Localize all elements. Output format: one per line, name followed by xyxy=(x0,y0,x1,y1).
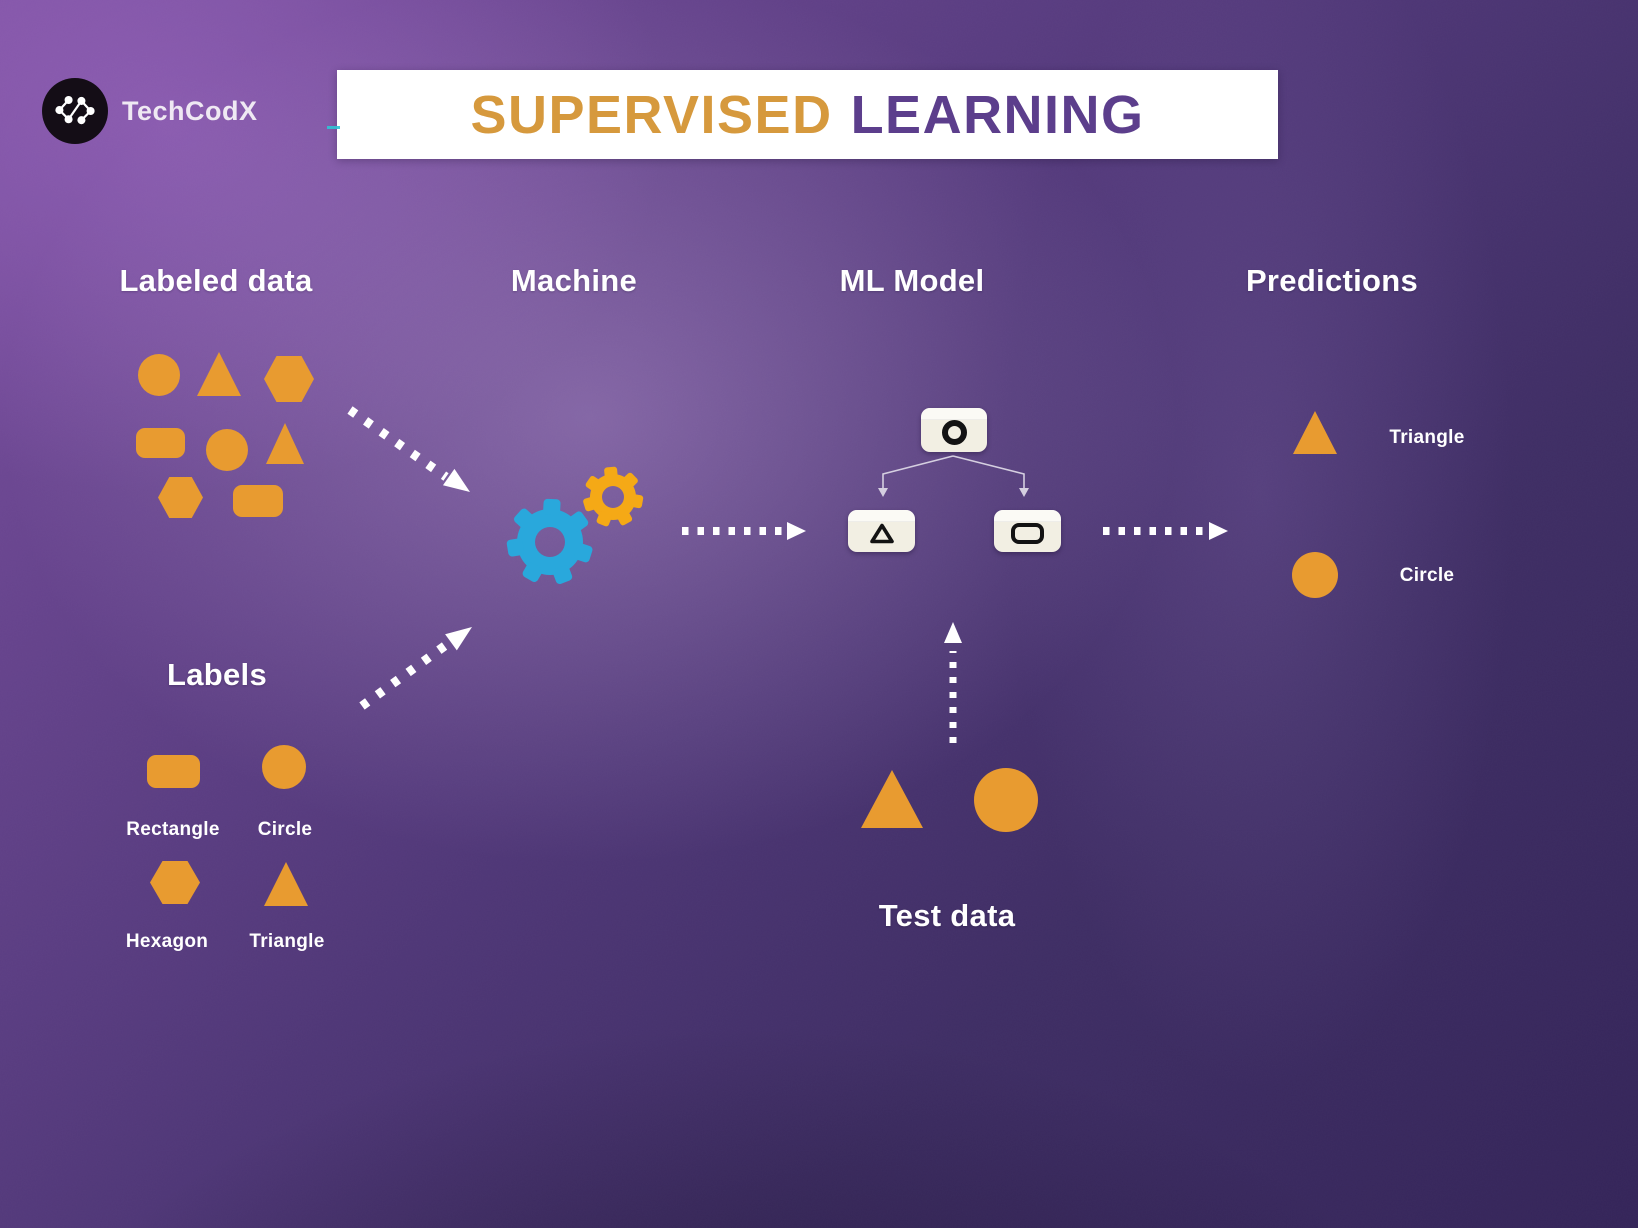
tree-arrowhead-left xyxy=(878,488,888,497)
tree-connector-left xyxy=(882,455,954,489)
gear-blue-icon xyxy=(506,498,593,585)
arrow-machine-to-ml-model xyxy=(682,522,806,540)
arrow-test-data-to-ml-model xyxy=(944,622,962,743)
tree-connector-right xyxy=(952,455,1025,489)
arrow-labeled-data-to-machine xyxy=(347,406,470,492)
gear-gold-icon xyxy=(583,466,644,527)
arrow-ml-model-to-predictions xyxy=(1103,522,1228,540)
arrow-labels-to-machine xyxy=(359,627,472,710)
tree-arrowhead-right xyxy=(1019,488,1029,497)
